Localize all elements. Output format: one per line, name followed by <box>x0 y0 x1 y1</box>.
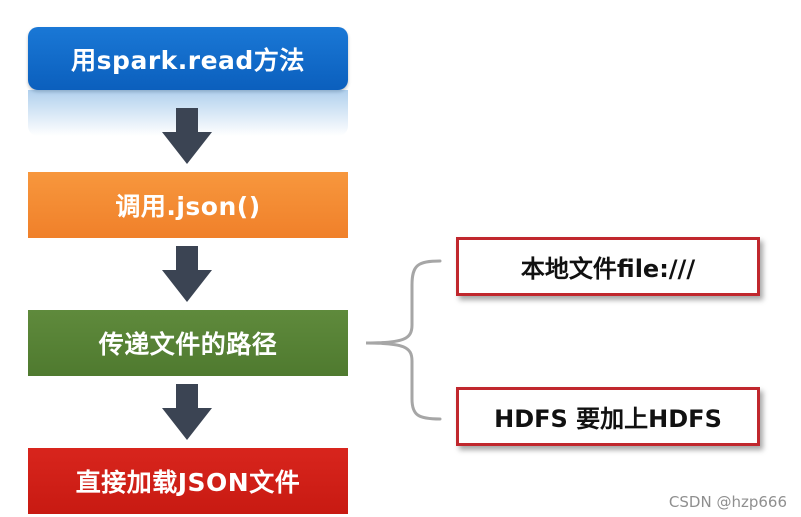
hdfs-label: HDFS 要加上HDFS <box>494 405 722 433</box>
step-2-box: 调用.json() <box>28 172 348 238</box>
local-file-label: 本地文件file:/// <box>520 255 696 283</box>
step-3-box: 传递文件的路径 <box>28 310 348 376</box>
step-2-label: 调用.json() <box>115 192 261 221</box>
down-arrow-2-icon <box>162 246 212 302</box>
step-4-box: 直接加载JSON文件 <box>28 448 348 514</box>
watermark: CSDN @hzp666 <box>668 493 787 511</box>
down-arrow-3-icon <box>162 384 212 440</box>
step-3-label: 传递文件的路径 <box>98 330 278 359</box>
local-file-option: 本地文件file:/// <box>456 237 760 296</box>
step-1-box: 用spark.read方法 <box>28 27 348 90</box>
down-arrow-1-icon <box>162 108 212 164</box>
step-4-label: 直接加载JSON文件 <box>75 468 301 497</box>
step-1-label: 用spark.read方法 <box>71 45 305 75</box>
hdfs-option: HDFS 要加上HDFS <box>456 387 760 446</box>
curly-brace-icon <box>365 259 442 421</box>
